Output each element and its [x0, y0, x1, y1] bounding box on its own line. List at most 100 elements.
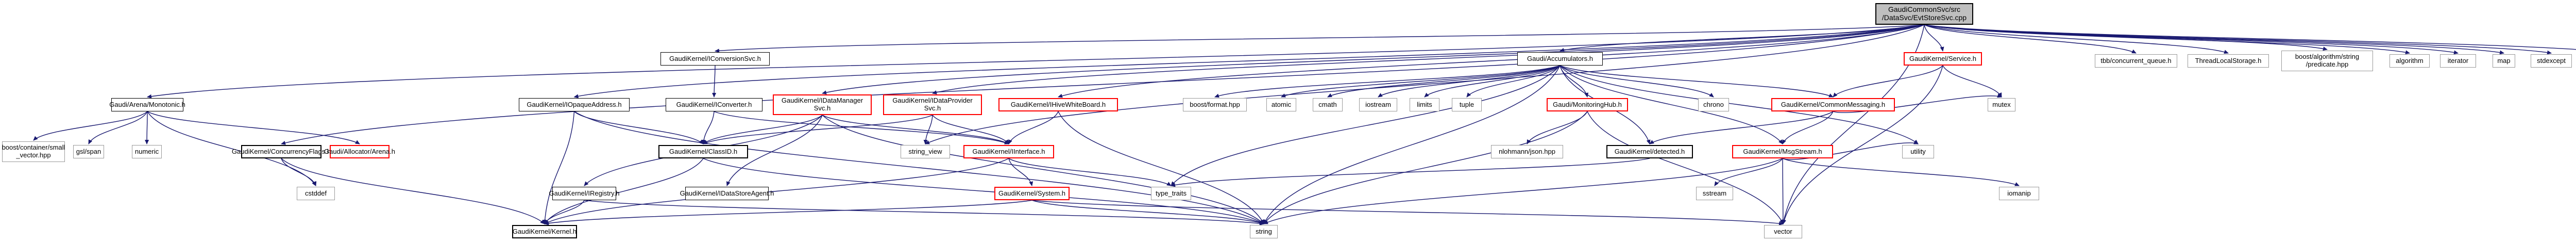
graph-edge-classid-to-string — [703, 158, 1264, 224]
graph-node-monotonic[interactable]: Gaudi/Arena/Monotonic.h — [109, 98, 185, 111]
graph-edge-commonmessaging-to-msgstream — [1782, 111, 1834, 144]
graph-edge-iconversionsvc-to-iconverter — [712, 65, 717, 98]
graph-edge-msgstream-to-sstream — [1714, 158, 1783, 186]
graph-node-classid[interactable]: GaudiKernel/ClassID.h — [658, 145, 748, 158]
graph-edge-accumulators-to-atomic — [1281, 65, 1561, 98]
graph-edge-monotonic-to-cstddef — [147, 111, 316, 186]
graph-edge-root-to-iconversionsvc — [715, 24, 1925, 53]
graph-node-boostpred[interactable]: boost/algorithm/string /predicate.hpp — [2281, 51, 2373, 71]
graph-node-iopaqueaddress[interactable]: GaudiKernel/IOpaqueAddress.h — [519, 98, 630, 111]
graph-edge-root-to-accumulators — [1560, 24, 1925, 52]
graph-edge-msgstream-to-string — [1263, 158, 1783, 224]
graph-edge-iinterface-to-system — [1008, 158, 1033, 186]
graph-node-stdexcept[interactable]: stdexcept — [2531, 54, 2572, 68]
graph-node-monitoringhub[interactable]: Gaudi/MonitoringHub.h — [1547, 98, 1628, 111]
graph-edge-msgstream-to-iomanip — [1782, 158, 2020, 186]
graph-edge-accumulators-to-limits — [1424, 65, 1561, 98]
graph-node-msgstream[interactable]: GaudiKernel/MsgStream.h — [1732, 145, 1833, 158]
graph-edge-classid-to-kernel — [544, 158, 704, 224]
graph-node-typetraits[interactable]: type_traits — [1151, 187, 1191, 200]
graph-node-gslspan[interactable]: gsl/span — [73, 145, 104, 158]
graph-node-numeric[interactable]: numeric — [132, 145, 162, 158]
graph-edge-accumulators-to-utility — [1560, 65, 1919, 144]
graph-node-cstddef[interactable]: cstddef — [297, 187, 335, 200]
graph-node-allocatorarena[interactable]: Gaudi/Allocator/Arena.h — [324, 145, 395, 158]
graph-node-detected[interactable]: GaudiKernel/detected.h — [1606, 145, 1693, 158]
graph-node-service[interactable]: GaudiKernel/Service.h — [1904, 52, 1982, 66]
graph-node-accumulators[interactable]: Gaudi/Accumulators.h — [1517, 52, 1603, 66]
graph-edge-idatamanagersvc-to-string — [822, 115, 1264, 224]
graph-node-sstream[interactable]: sstream — [1696, 187, 1733, 200]
graph-edge-root-to-stdexcept — [1924, 24, 2552, 55]
graph-edge-accumulators-to-iostream — [1378, 65, 1561, 98]
graph-edge-root-to-tbbqueue — [1924, 24, 2137, 54]
graph-node-tls[interactable]: ThreadLocalStorage.h — [2188, 54, 2269, 68]
graph-edge-ihivewhiteboard-to-iinterface — [1008, 111, 1059, 144]
graph-node-idataprovidersvc[interactable]: GaudiKernel/IDataProvider Svc.h — [883, 94, 982, 115]
graph-edge-iopaqueaddress-to-kernel — [543, 111, 575, 224]
graph-edge-msgstream-to-utility — [1782, 140, 1919, 160]
graph-edge-accumulators-to-string — [1263, 65, 1561, 224]
graph-edge-root-to-idatamanagersvc — [822, 24, 1925, 95]
graph-node-concurrencyflags[interactable]: GaudiKernel/ConcurrencyFlags.h — [232, 145, 331, 158]
graph-node-iomanip[interactable]: iomanip — [1999, 187, 2039, 200]
graph-node-vector[interactable]: vector — [1764, 225, 1802, 238]
graph-node-algorithm[interactable]: algorithm — [2389, 54, 2430, 68]
graph-edge-root-to-monotonic — [147, 24, 1925, 99]
graph-node-boostformat[interactable]: boost/format.hpp — [1183, 98, 1247, 111]
graph-edge-root-to-idataprovidersvc — [932, 24, 1925, 94]
graph-node-map[interactable]: map — [2493, 54, 2515, 68]
graph-node-idatamanagersvc[interactable]: GaudiKernel/IDataManager Svc.h — [773, 94, 872, 115]
graph-edge-concurrencyflags-to-kernel — [281, 158, 545, 224]
graph-edge-detected-to-typetraits — [1171, 158, 1650, 187]
graph-node-json[interactable]: nlohmann/json.hpp — [1491, 145, 1563, 158]
graph-edge-accumulators-to-tuple — [1466, 65, 1561, 98]
graph-edge-idatamanagersvc-to-iinterface — [822, 115, 1009, 144]
graph-node-cmath[interactable]: cmath — [1313, 98, 1343, 111]
graph-node-limits[interactable]: limits — [1410, 98, 1439, 111]
graph-edge-monotonic-to-smallvector — [33, 111, 148, 141]
graph-node-system[interactable]: GaudiKernel/System.h — [994, 187, 1070, 200]
graph-node-idatastoreagent[interactable]: GaudiKernel/IDataStoreAgent.h — [680, 187, 774, 200]
graph-edge-iregistry-to-kernel — [544, 200, 585, 224]
graph-node-iconversionsvc[interactable]: GaudiKernel/IConversionSvc.h — [660, 52, 770, 66]
graph-node-iregistry[interactable]: GaudiKernel/IRegistry.h — [549, 187, 620, 200]
graph-edge-idataprovidersvc-to-classid — [703, 115, 933, 144]
graph-edge-root-to-tls — [1924, 24, 2229, 54]
graph-node-mutex[interactable]: mutex — [1988, 98, 2015, 111]
graph-node-iterator[interactable]: iterator — [2440, 54, 2476, 68]
graph-edge-accumulators-to-msgstream — [1560, 65, 1783, 144]
graph-edge-system-to-vector — [1031, 200, 1784, 226]
graph-edge-monitoringhub-to-string — [1263, 111, 1588, 224]
graph-edge-iopaqueaddress-to-classid — [574, 111, 704, 144]
graph-node-iostream[interactable]: iostream — [1359, 98, 1397, 111]
graph-node-iconverter[interactable]: GaudiKernel/IConverter.h — [666, 98, 762, 111]
graph-node-atomic[interactable]: atomic — [1266, 98, 1296, 111]
graph-edge-iopaqueaddress-to-string — [574, 111, 1264, 224]
graph-edge-iconverter-to-iinterface — [714, 111, 1009, 144]
graph-node-stringview[interactable]: string_view — [901, 145, 950, 158]
graph-edge-accumulators-to-chrono — [1560, 65, 1714, 98]
graph-node-string[interactable]: string — [1250, 225, 1278, 238]
graph-node-kernel[interactable]: GaudiKernel/Kernel.h — [512, 225, 577, 238]
graph-edge-ihivewhiteboard-to-string — [1058, 111, 1264, 224]
graph-node-smallvector[interactable]: boost/container/small _vector.hpp — [2, 141, 65, 162]
graph-edge-service-to-commonmessaging — [1833, 65, 1943, 98]
graph-edge-service-to-vector — [1782, 65, 1943, 224]
graph-edge-root-to-algorithm — [1924, 24, 2410, 55]
graph-node-commonmessaging[interactable]: GaudiKernel/CommonMessaging.h — [1771, 98, 1895, 111]
graph-edge-root-to-iopaqueaddress — [573, 24, 1925, 99]
graph-node-iinterface[interactable]: GaudiKernel/IInterface.h — [963, 145, 1054, 158]
graph-edge-root-to-service — [1924, 24, 1944, 52]
graph-edge-root-to-stringview — [925, 24, 1925, 144]
graph-edge-accumulators-to-boostformat — [1214, 65, 1561, 98]
graph-edge-idataprovidersvc-to-stringview — [923, 115, 933, 144]
graph-root-node: GaudiCommonSvc/src /DataSvc/EvtStoreSvc.… — [1875, 3, 1973, 25]
graph-node-tbbqueue[interactable]: tbb/concurrent_queue.h — [2095, 54, 2177, 68]
graph-node-ihivewhiteboard[interactable]: GaudiKernel/IHiveWhiteBoard.h — [998, 98, 1118, 111]
graph-node-tuple[interactable]: tuple — [1452, 98, 1482, 111]
graph-edge-commonmessaging-to-detected — [1649, 111, 1834, 144]
graph-node-chrono[interactable]: chrono — [1698, 98, 1729, 111]
graph-node-utility[interactable]: utility — [1902, 145, 1934, 158]
